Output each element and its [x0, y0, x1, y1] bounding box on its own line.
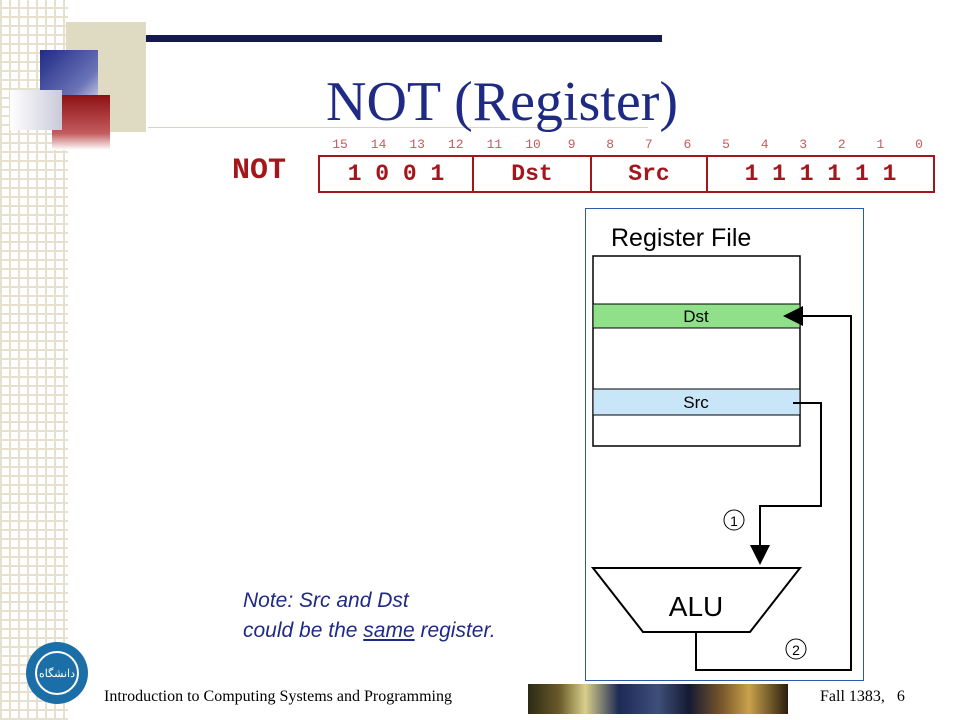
footer-term: Fall 1383, 6 — [820, 688, 905, 706]
footer-image-strip — [528, 684, 788, 714]
src-to-alu-wire — [750, 402, 822, 565]
note-line-1: Note: Src and Dst — [243, 589, 409, 612]
bit-index-label: 0 — [915, 137, 923, 152]
title-accent-bar — [68, 35, 662, 42]
dst-register-label: Dst — [683, 307, 709, 326]
deco-square-white — [10, 90, 62, 130]
datapath-diagram: Register File Dst Src ALU 1 2 — [585, 208, 864, 681]
field-tail: 1 1 1 1 1 1 — [706, 155, 935, 193]
bit-index-label: 2 — [837, 137, 846, 152]
bit-index-label: 15 — [332, 137, 348, 152]
step-1-label: 1 — [730, 513, 738, 529]
field-dst: Dst — [472, 155, 592, 193]
bit-index-label: 14 — [370, 137, 387, 152]
alu-label: ALU — [669, 591, 723, 622]
register-file-box — [592, 255, 801, 447]
bit-index-label: 3 — [799, 137, 808, 152]
bit-index-label: 10 — [525, 137, 541, 152]
note-line-2-pre: could be the — [243, 619, 364, 642]
bit-index-label: 8 — [606, 137, 615, 152]
note-emphasis: same — [363, 619, 415, 642]
bit-index-label: 7 — [644, 137, 653, 152]
note-line-2-post: register. — [414, 619, 496, 642]
field-src: Src — [590, 155, 708, 193]
bit-index-label: 4 — [760, 137, 769, 152]
instruction-opname: NOT — [232, 154, 287, 188]
logo-emblem: دانشگاه — [35, 651, 79, 695]
bit-index-label: 9 — [567, 137, 576, 152]
bit-index-label: 11 — [486, 137, 503, 152]
bit-index-label: 13 — [409, 137, 425, 152]
bit-index-label: 6 — [683, 137, 692, 152]
slide-title: NOT (Register) — [326, 71, 678, 133]
footer-course-title: Introduction to Computing Systems and Pr… — [104, 688, 452, 705]
field-opcode: 1 0 0 1 — [318, 155, 474, 193]
step-2-label: 2 — [792, 642, 800, 658]
page-number: 6 — [896, 688, 905, 705]
university-logo: دانشگاه — [26, 642, 88, 704]
note-text: Note: Src and Dst could be the same regi… — [243, 586, 496, 646]
register-file-title: Register File — [611, 224, 751, 252]
step-2-marker — [785, 638, 807, 660]
alu-shape — [590, 567, 803, 633]
bit-index-label: 12 — [447, 137, 464, 152]
alu-to-dst-wire — [695, 306, 852, 671]
title-rule — [148, 127, 648, 128]
src-register-label: Src — [683, 393, 709, 412]
note-line-2: could be the same register. — [243, 616, 496, 646]
bit-index-label: 1 — [876, 137, 885, 152]
footer-term-label: Fall 1383, — [820, 688, 885, 705]
step-1-marker — [723, 509, 745, 531]
bit-index-label: 5 — [722, 137, 730, 152]
